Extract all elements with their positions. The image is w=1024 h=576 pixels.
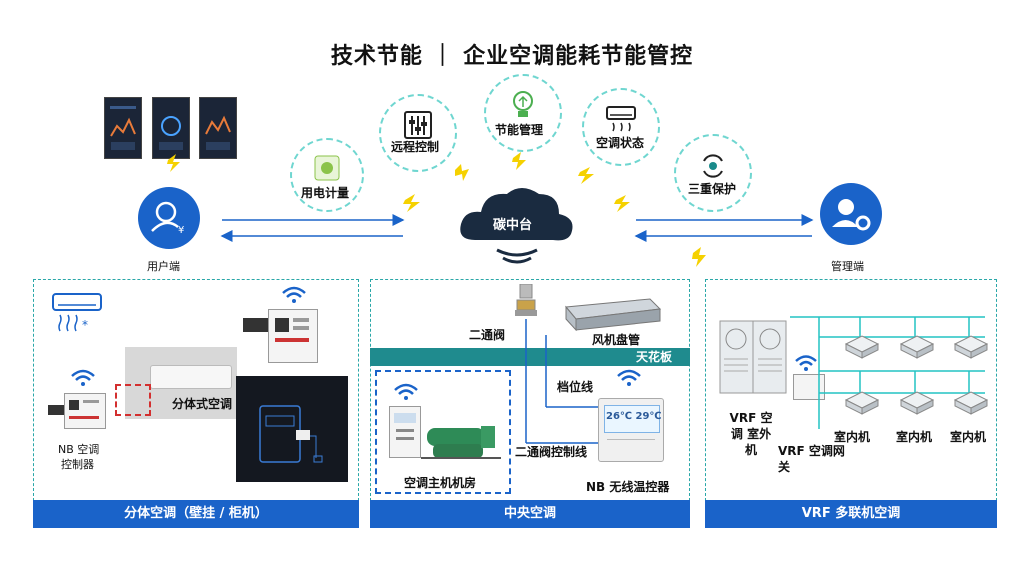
cloud-label: 碳中台 [493,218,533,233]
vrf-outdoor-label: VRF 空调 室外机 [729,411,773,457]
admin-icon [820,183,882,245]
feature-label-remote: 远程控制 [391,140,440,154]
wifi-icon [617,369,641,386]
lightning-icon [455,164,469,181]
controller-highlight [115,384,151,416]
cassette-unit [951,334,991,360]
cable [243,318,268,332]
thermostat-display: 26℃ 29℃ [606,411,662,422]
nb-module-device [268,309,318,363]
wifi-icon [394,383,418,400]
admin-endpoint-label: 管理端 [831,260,864,273]
nb-thermostat-device: 26℃ 29℃ [598,398,664,462]
wifi-icon [795,355,817,371]
chiller-room-label: 空调主机机房 [404,476,477,490]
indoor-unit-label: 室内机 [896,430,933,444]
cassette-unit [842,390,882,416]
control-panel-icon [404,111,432,139]
split-ac-bar: 分体空调（壁挂 / 柜机） [33,500,359,528]
central-ac-bar: 中央空调 [370,500,690,528]
cassette-unit [897,390,937,416]
split-ac-unit [150,365,232,389]
chiller-room-box [375,370,511,494]
feature-circle-status [582,88,660,166]
feature-circle-protect [674,134,752,212]
svg-text:*: * [82,318,88,332]
app-screenshot-3 [199,97,237,159]
indoor-unit-label: 室内机 [834,430,871,444]
wiring-lines [525,319,602,444]
chiller-unit [421,420,501,462]
two-way-valve-label: 二通阀 [469,328,506,342]
ceiling-bar: 天花板 [370,348,690,366]
app-screenshot-1 [104,97,142,159]
wifi-icon [71,369,95,386]
electric-meter [389,406,421,458]
ac-status-icon [606,106,636,132]
cassette-unit [897,334,937,360]
feature-circle-saving [484,74,562,152]
vrf-gateway-label: VRF 空调网关 [778,444,845,474]
lightning-icon [692,247,706,267]
lightning-icon [512,152,526,170]
feature-circle-metering [290,138,364,212]
split-ac-device-label: 分体式空调 [172,397,233,411]
plug-icon [314,155,340,181]
vrf-outdoor-unit [718,317,790,397]
feature-label-saving: 节能管理 [495,123,544,137]
cloud-icon [460,188,573,264]
fan-coil-label: 风机盘管 [592,333,641,347]
lightning-icon [403,194,420,212]
feature-circle-remote [379,94,457,172]
vrf-bar: VRF 多联机空调 [705,500,997,528]
lightning-icon [167,154,180,172]
cassette-unit [951,390,991,416]
cable [48,405,64,415]
page-title: 技术节能 ｜ 企业空调能耗节能管控 [330,44,694,69]
nb-thermostat-label: NB 无线温控器 [586,480,670,494]
user-icon: ¥ [138,187,200,249]
cabinet-ac-photo [236,376,348,482]
valve-control-line-label: 二通阀控制线 [515,445,588,459]
cassette-unit [842,334,882,360]
lightning-icon [578,167,594,184]
bulb-icon [513,91,533,117]
gear-line-label: 档位线 [557,380,594,394]
indoor-unit-label: 室内机 [950,430,987,444]
nb-controller-device [64,393,106,429]
feature-label-protect: 三重保护 [688,182,737,196]
protect-icon [703,154,723,178]
ac-outline-icon: * [52,293,102,332]
user-endpoint-label: 用户端 [147,260,180,273]
nb-controller-label-2: 控制器 [61,458,94,471]
feature-label-status: 空调状态 [596,136,645,150]
two-way-valve [515,283,537,320]
svg-text:¥: ¥ [178,225,184,236]
lightning-icon [614,195,630,212]
wifi-icon [282,286,306,303]
fan-coil-unit [560,297,664,332]
nb-controller-label-1: NB 空调 [58,443,100,456]
feature-label-metering: 用电计量 [301,186,350,200]
